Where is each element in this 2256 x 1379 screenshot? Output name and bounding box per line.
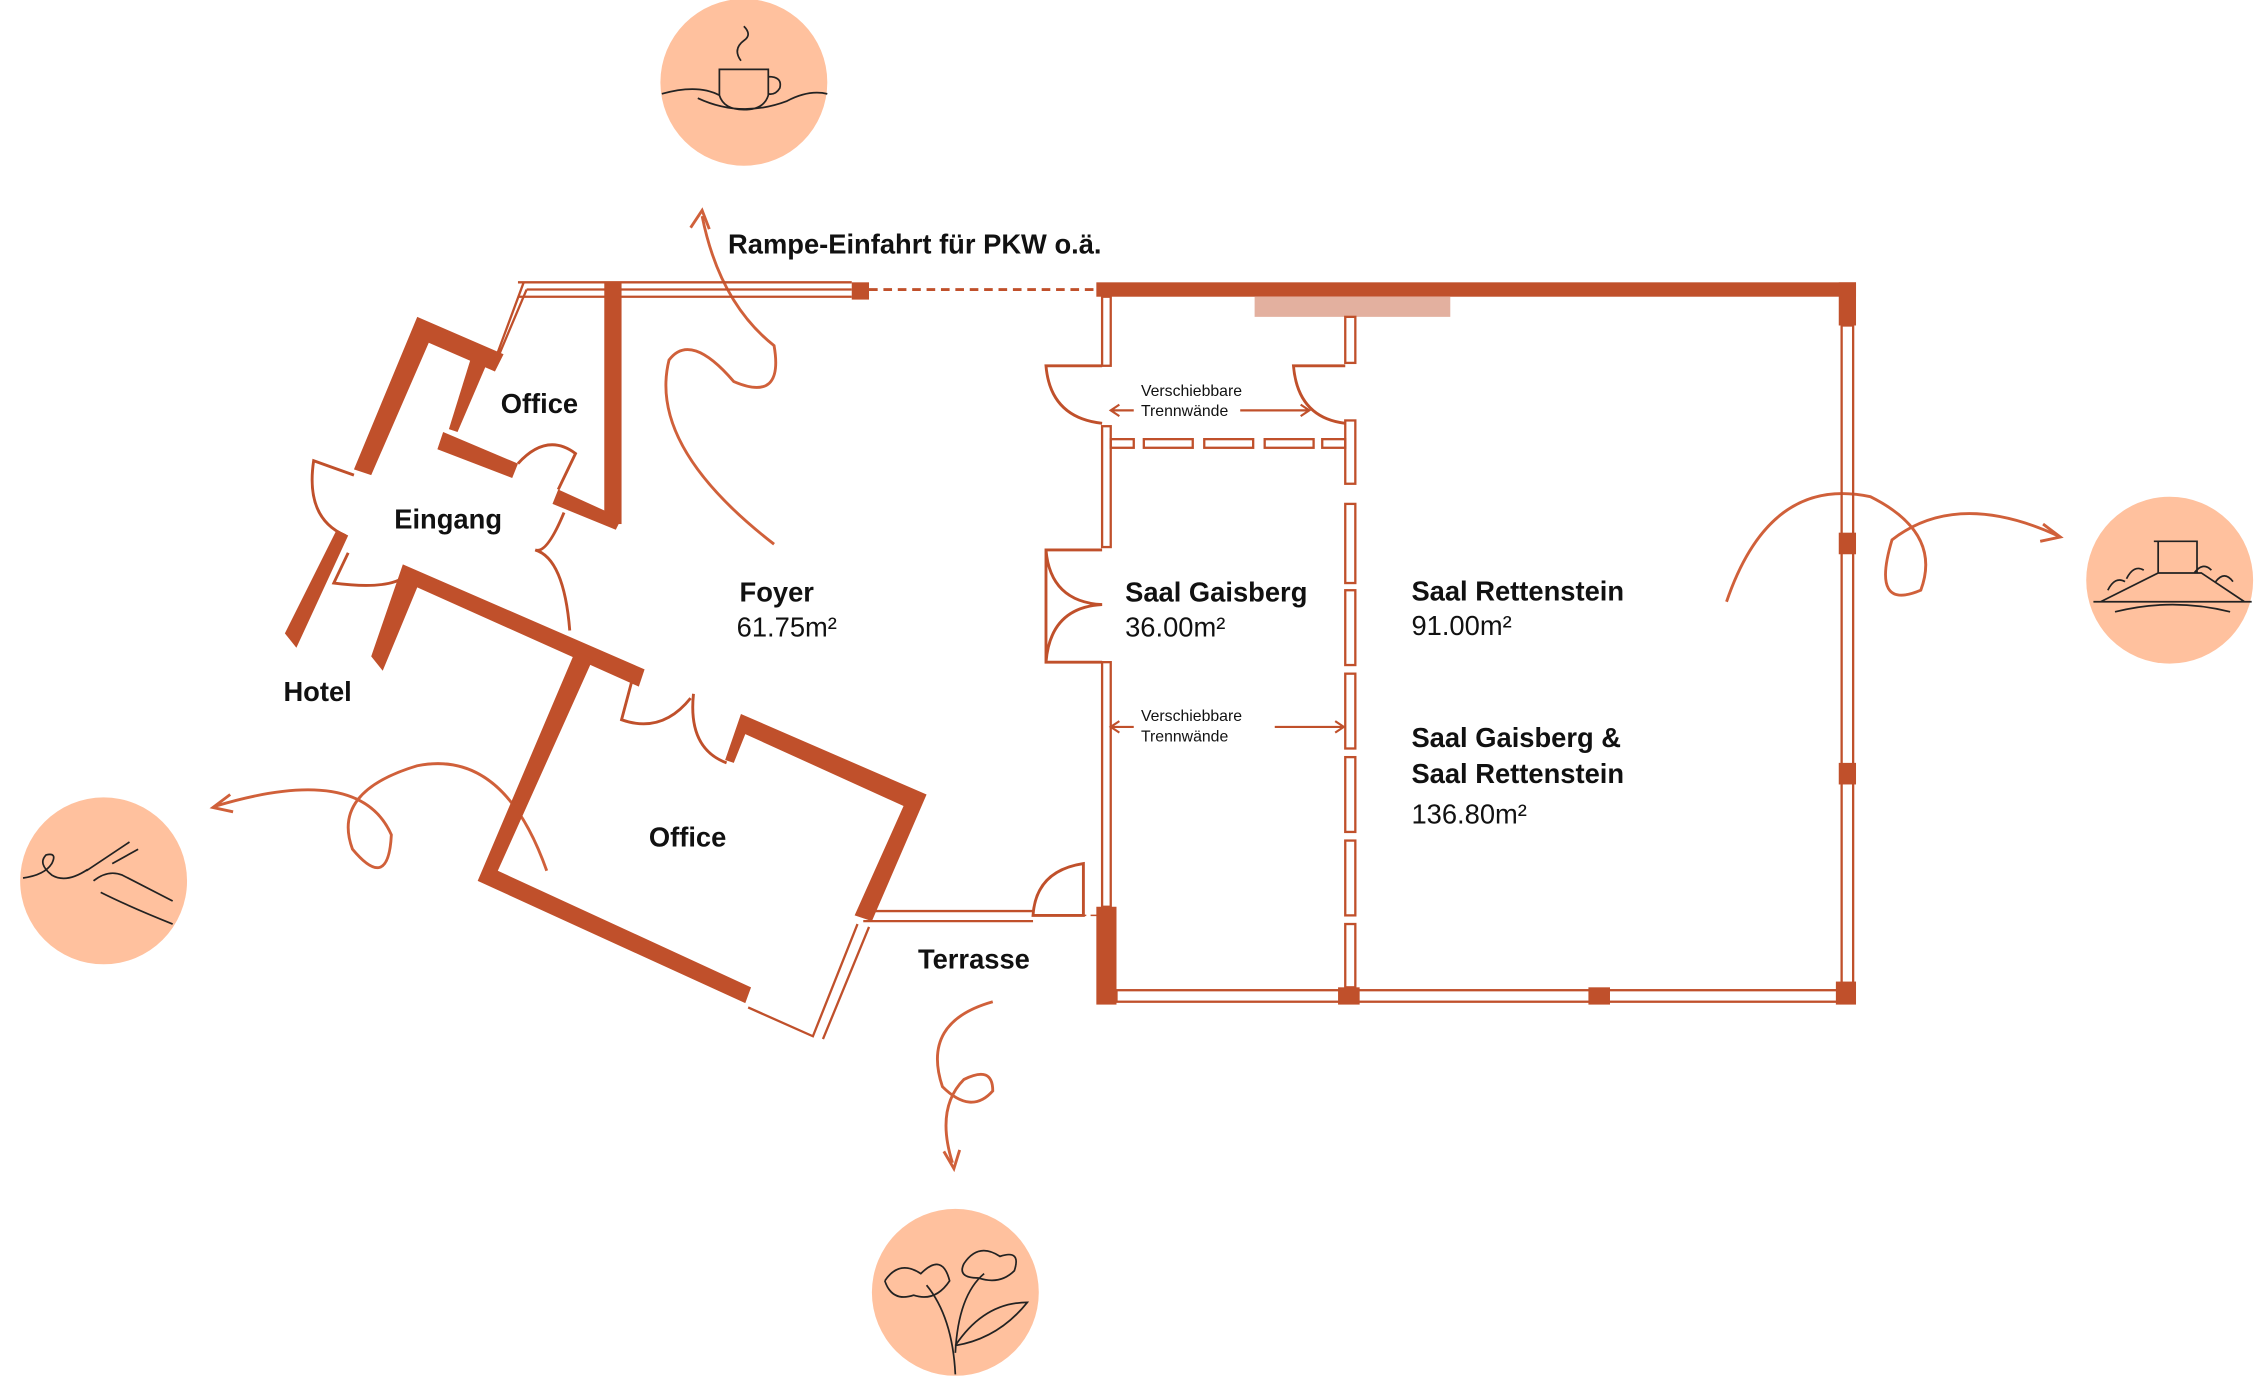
saal-gaisberg-area: 36.00m²: [1125, 611, 1225, 642]
office-bottom-label: Office: [649, 821, 726, 852]
hotel-label: Hotel: [283, 676, 351, 707]
foyer-name: Foyer: [740, 577, 815, 608]
saal-combined-area: 136.80m²: [1411, 798, 1526, 829]
conference-table-icon: [2086, 496, 2254, 664]
arrow-to-flower: [936, 1000, 995, 1173]
saal-rettenstein-area: 91.00m²: [1411, 610, 1511, 641]
arrow-icon: [1108, 403, 1312, 418]
terrasse-label: Terrasse: [918, 944, 1030, 975]
partition-note-bottom: Verschiebbare Trennwände: [1108, 708, 1346, 745]
saal-combined-name-1: Saal Gaisberg &: [1411, 722, 1621, 753]
coffee-cup-icon: [660, 0, 828, 166]
ramp-label: Rampe-Einfahrt für PKW o.ä.: [728, 229, 1102, 260]
saal-rettenstein-name: Saal Rettenstein: [1411, 575, 1624, 606]
partition-top-line1: Verschiebbare: [1141, 383, 1242, 400]
foyer-area: 61.75m²: [737, 611, 837, 642]
walls: [284, 281, 1857, 1040]
partition-note-top: Verschiebbare Trennwände: [1108, 383, 1312, 420]
saal-combined-name-2: Saal Rettenstein: [1411, 758, 1624, 789]
office-top-label: Office: [501, 388, 578, 419]
saal-gaisberg-name: Saal Gaisberg: [1125, 577, 1307, 608]
arrow-to-coffee: [664, 207, 778, 546]
arrow-to-conference: [1725, 492, 2064, 603]
partition-bottom-line2: Trennwände: [1141, 728, 1229, 745]
writing-hand-icon: [20, 797, 188, 965]
arrow-to-writing: [209, 762, 549, 872]
partition-bottom-line1: Verschiebbare: [1141, 708, 1242, 725]
arrow-icon: [1108, 720, 1346, 734]
eingang-label: Eingang: [394, 503, 502, 534]
flower-icon: [871, 1208, 1039, 1376]
partition-top-line2: Trennwände: [1141, 403, 1229, 420]
